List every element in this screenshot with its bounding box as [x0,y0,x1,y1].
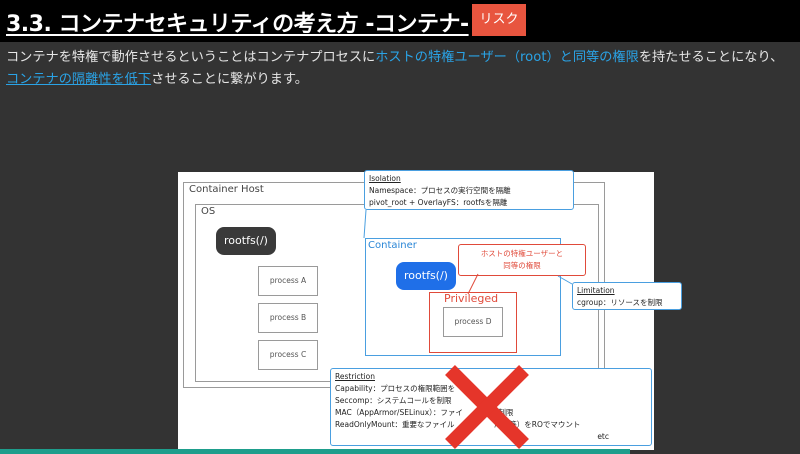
process-a-box: process A [258,266,318,296]
limitation-heading: Limitation [577,286,615,295]
intro-text-3: させることに繋がります。 [151,72,308,87]
intro-text-1: コンテナを特権で動作させるということはコンテナプロセスに [6,50,376,65]
isolation-line-1: Namespace：プロセスの実行空間を隔離 [369,186,511,195]
limitation-callout: Limitation cgroup：リソースを制限 [572,282,682,310]
restriction-line-4b: /sys等）をROでマウント [494,420,581,429]
restriction-heading: Restriction [335,372,375,381]
container-host-label: Container Host [189,184,264,195]
os-label: OS [201,206,216,217]
restriction-etc: etc [597,432,609,441]
cross-mark-icon [445,365,529,449]
process-d-box: process D [443,307,503,337]
restriction-line-3a: MAC（AppArmor/SELinux）：ファイ [335,408,463,417]
title-bar [0,0,800,42]
privilege-warning-line-1: ホストの特権ユーザーと [480,249,564,258]
container-label: Container [368,240,417,251]
restriction-line-4a: ReadOnlyMount：重要なファイル [335,420,455,429]
process-c-box: process C [258,340,318,370]
container-rootfs-pill: rootfs(/) [396,262,456,290]
os-rootfs-pill: rootfs(/) [216,227,276,255]
intro-paragraph: コンテナを特権で動作させるということはコンテナプロセスにホストの特権ユーザー（r… [6,47,798,91]
page-title: 3.3. コンテナセキュリティの考え方 -コンテナ- [6,12,469,37]
risk-badge: リスク [472,4,526,36]
intro-underlined-link[interactable]: コンテナの隔離性を低下 [6,72,152,87]
isolation-callout: Isolation Namespace：プロセスの実行空間を隔離 pivot_r… [364,170,574,210]
privilege-warning-line-2: 同等の権限 [503,261,541,270]
restriction-line-4: ReadOnlyMount：重要なファイル/sys等）をROでマウント [335,419,647,431]
progress-bar [0,449,630,454]
intro-text-2: を持たせることになり、 [638,50,784,65]
isolation-heading: Isolation [369,174,401,183]
process-b-box: process B [258,303,318,333]
intro-highlight: ホストの特権ユーザー（root）と同等の権限 [375,50,639,65]
restriction-line-1: Capability：プロセスの権限範囲を [335,384,456,393]
limitation-line-1: cgroup：リソースを制限 [577,298,663,307]
isolation-line-2: pivot_root + OverlayFS：rootfsを隔離 [369,198,508,207]
restriction-line-2: Seccomp：システムコールを制限 [335,396,452,405]
diagram-slide: Container Host OS rootfs(/) process A pr… [178,170,682,450]
privilege-warning-callout: ホストの特権ユーザーと 同等の権限 [458,244,586,276]
privileged-label: Privileged [444,292,499,305]
